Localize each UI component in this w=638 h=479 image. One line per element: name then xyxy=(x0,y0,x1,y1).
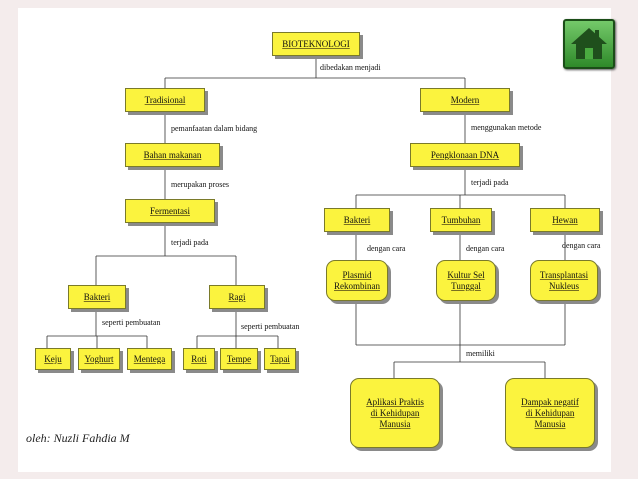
node-modern: Modern xyxy=(420,88,510,112)
node-yoghurt: Yoghurt xyxy=(78,348,120,370)
node-tradisional: Tradisional xyxy=(125,88,205,112)
node-dampak-negatif: Dampak negatif di Kehidupan Manusia xyxy=(505,378,595,448)
home-button[interactable] xyxy=(563,19,615,69)
label-terjadi-pada-right: terjadi pada xyxy=(471,178,509,187)
node-mentega: Mentega xyxy=(127,348,172,370)
label-merupakan-proses: merupakan proses xyxy=(171,180,229,189)
node-bakteri-left: Bakteri xyxy=(68,285,126,309)
node-hewan: Hewan xyxy=(530,208,600,232)
label-seperti-pembuatan-left: seperti pembuatan xyxy=(102,318,161,327)
label-seperti-pembuatan-right: seperti pembuatan xyxy=(241,322,300,331)
label-pemanfaatan: pemanfaatan dalam bidang xyxy=(171,124,258,133)
node-aplikasi-praktis: Aplikasi Praktis di Kehidupan Manusia xyxy=(350,378,440,448)
node-plasmid-rekombinan: Plasmid Rekombinan xyxy=(326,260,388,301)
label-dengan-cara-2: dengan cara xyxy=(466,244,505,253)
label-menggunakan-metode: menggunakan metode xyxy=(471,123,542,132)
node-tempe: Tempe xyxy=(220,348,258,370)
node-ragi: Ragi xyxy=(209,285,265,309)
node-kultur-sel-tunggal: Kultur Sel Tunggal xyxy=(436,260,496,301)
node-roti: Roti xyxy=(183,348,215,370)
node-keju: Keju xyxy=(35,348,71,370)
node-bakteri-right: Bakteri xyxy=(324,208,390,232)
home-icon xyxy=(571,28,607,59)
node-transplantasi-nukleus: Transplantasi Nukleus xyxy=(530,260,598,301)
label-memiliki: memiliki xyxy=(466,349,495,358)
label-dengan-cara-3: dengan cara xyxy=(562,241,601,250)
node-fermentasi: Fermentasi xyxy=(125,199,215,223)
node-tapai: Tapai xyxy=(264,348,296,370)
label-terjadi-pada-left: terjadi pada xyxy=(171,238,209,247)
label-dibedakan-menjadi: dibedakan menjadi xyxy=(320,63,381,72)
node-pengklonaan-dna: Pengklonaan DNA xyxy=(410,143,520,167)
author-credit: oleh: Nuzli Fahdia M xyxy=(26,431,130,445)
node-bahan-makanan: Bahan makanan xyxy=(125,143,220,167)
label-dengan-cara-1: dengan cara xyxy=(367,244,406,253)
node-bioteknologi: BIOTEKNOLOGI xyxy=(272,32,360,56)
node-tumbuhan: Tumbuhan xyxy=(430,208,492,232)
